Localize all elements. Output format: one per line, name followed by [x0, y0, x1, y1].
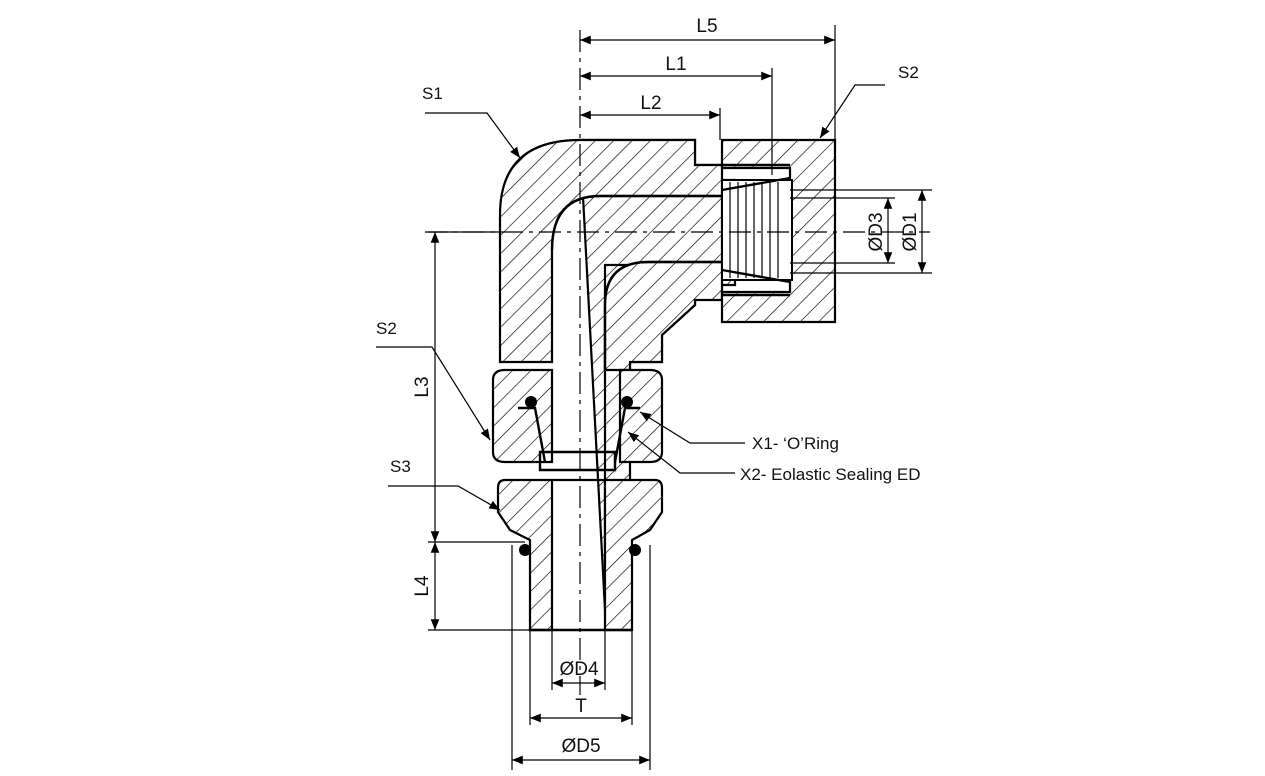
callout-X2: X2- Eolastic Sealing ED — [627, 431, 920, 484]
callout-S2-top: S2 — [819, 63, 919, 139]
dim-T: T — [529, 630, 633, 725]
dim-L4: L4 — [412, 542, 530, 631]
right-nut — [720, 138, 837, 324]
callout-S1: S1 — [422, 84, 521, 159]
bore-walls — [550, 194, 722, 370]
callout-S3: S3 — [388, 457, 501, 511]
label-L2: L2 — [640, 93, 661, 114]
label-X1: X1- ‘O’Ring — [752, 434, 839, 453]
dim-L5: L5 — [580, 16, 836, 140]
label-L5: L5 — [696, 16, 717, 37]
label-S3: S3 — [390, 457, 411, 476]
dim-D4: ØD4 — [551, 630, 606, 690]
label-S2-top: S2 — [898, 63, 919, 82]
label-D4: ØD4 — [559, 659, 599, 680]
label-X2: X2- Eolastic Sealing ED — [740, 465, 920, 484]
label-D5: ØD5 — [561, 736, 600, 757]
dim-D1-D3: ØD3 ØD1 — [790, 189, 932, 274]
dim-L2: L2 — [580, 93, 721, 140]
label-T: T — [575, 696, 587, 717]
label-D3: ØD3 — [866, 212, 887, 251]
label-L1: L1 — [665, 54, 686, 75]
callout-X1: X1- ‘O’Ring — [639, 411, 839, 453]
label-S1: S1 — [422, 84, 443, 103]
label-S2-left: S2 — [376, 319, 397, 338]
dim-D5: ØD5 — [511, 545, 651, 770]
dim-L1: L1 — [580, 54, 773, 175]
dim-L3: L3 — [412, 231, 525, 543]
stud-body — [496, 478, 664, 632]
label-L3: L3 — [412, 376, 433, 397]
callout-S2-left: S2 — [376, 319, 491, 441]
label-D1: ØD1 — [900, 212, 921, 251]
label-L4: L4 — [412, 575, 433, 597]
lower-nut — [491, 368, 664, 472]
